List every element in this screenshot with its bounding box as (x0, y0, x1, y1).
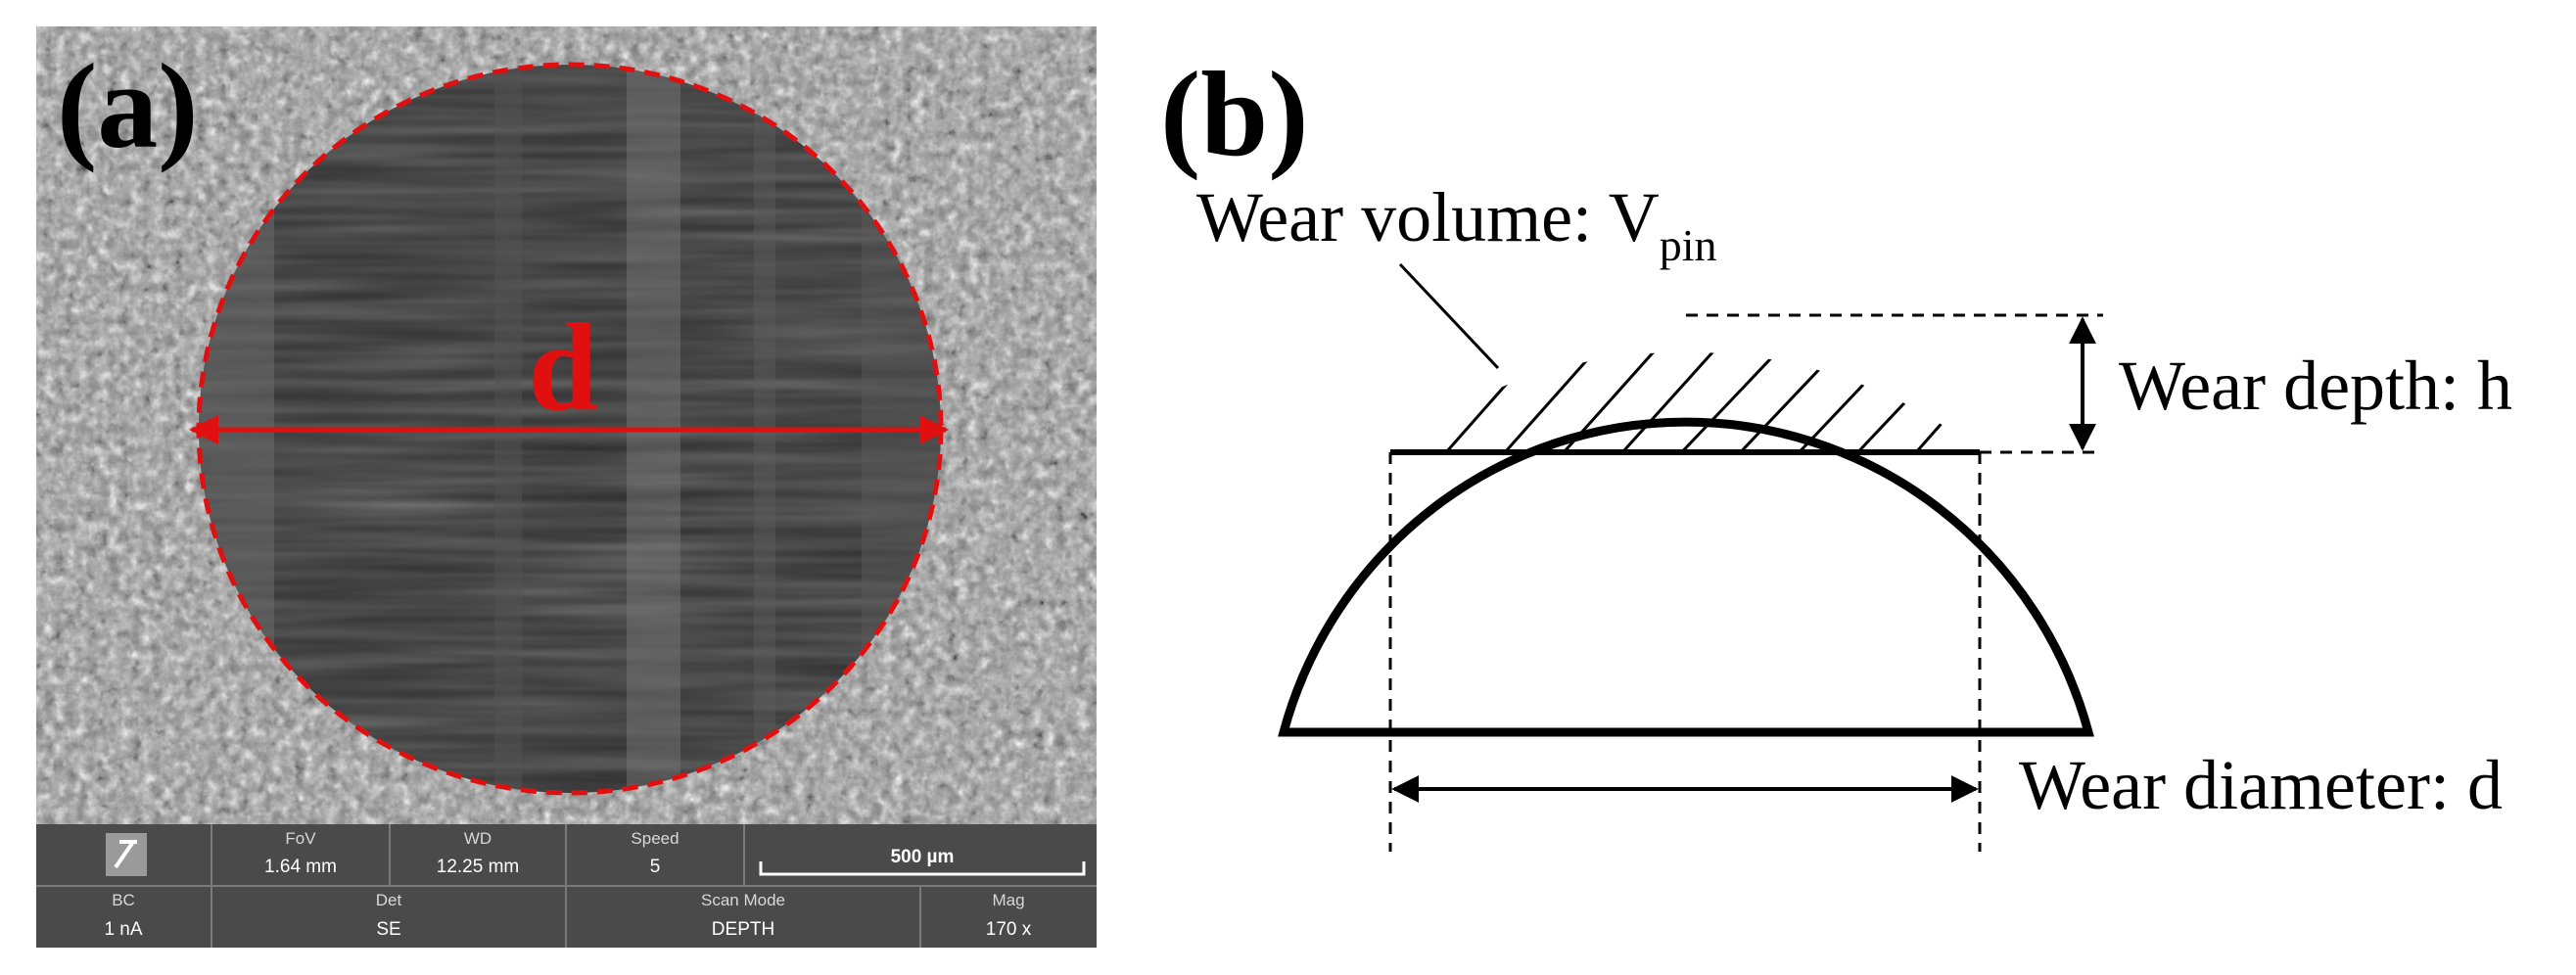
speed-label: Speed (631, 829, 679, 848)
bc-value: 1 nA (104, 919, 142, 940)
wd-label: WD (464, 829, 492, 848)
panel-b: (b) Wear volume: Vpin Wear depth: h (1160, 47, 2512, 852)
mag-value: 170 x (986, 919, 1032, 940)
wear-volume-text: Wear volume: V (1196, 178, 1660, 256)
measure-label-d: d (528, 298, 597, 437)
wear-depth-label: Wear depth: h (2119, 347, 2512, 425)
scale-bar: 500 µm (759, 847, 1086, 876)
wd-value: 12.25 mm (437, 857, 519, 877)
panel-b-label: (b) (1160, 47, 1309, 181)
wear-volume-label: Wear volume: Vpin (1196, 178, 1717, 270)
mag-label: Mag (992, 891, 1024, 909)
scan-mode-value: DEPTH (712, 919, 774, 940)
fov-label: FoV (285, 829, 316, 848)
pin-outline (1278, 417, 2094, 737)
panel-a-label: (a) (57, 39, 199, 173)
sem-info-bar: FoV 1.64 mm WD 12.25 mm Speed 5 500 µm B… (36, 824, 1097, 948)
wear-diameter-label: Wear diameter: d (2019, 746, 2503, 824)
fov-value: 1.64 mm (264, 857, 337, 877)
microscope-logo-icon (106, 833, 147, 876)
speed-value: 5 (650, 857, 661, 877)
det-value: SE (376, 919, 400, 940)
scale-bar-label: 500 µm (891, 847, 955, 867)
det-label: Det (376, 891, 402, 909)
bc-label: BC (112, 891, 135, 909)
scan-mode-label: Scan Mode (701, 891, 785, 909)
wear-volume-leader-line (1398, 262, 1500, 370)
svg-text:Wear volume: Vpin: Wear volume: Vpin (1196, 178, 1717, 270)
wear-volume-subscript: pin (1660, 220, 1717, 270)
panel-a: d (a) FoV 1.64 mm WD 12.25 mm Speed 5 50 (36, 26, 1097, 948)
